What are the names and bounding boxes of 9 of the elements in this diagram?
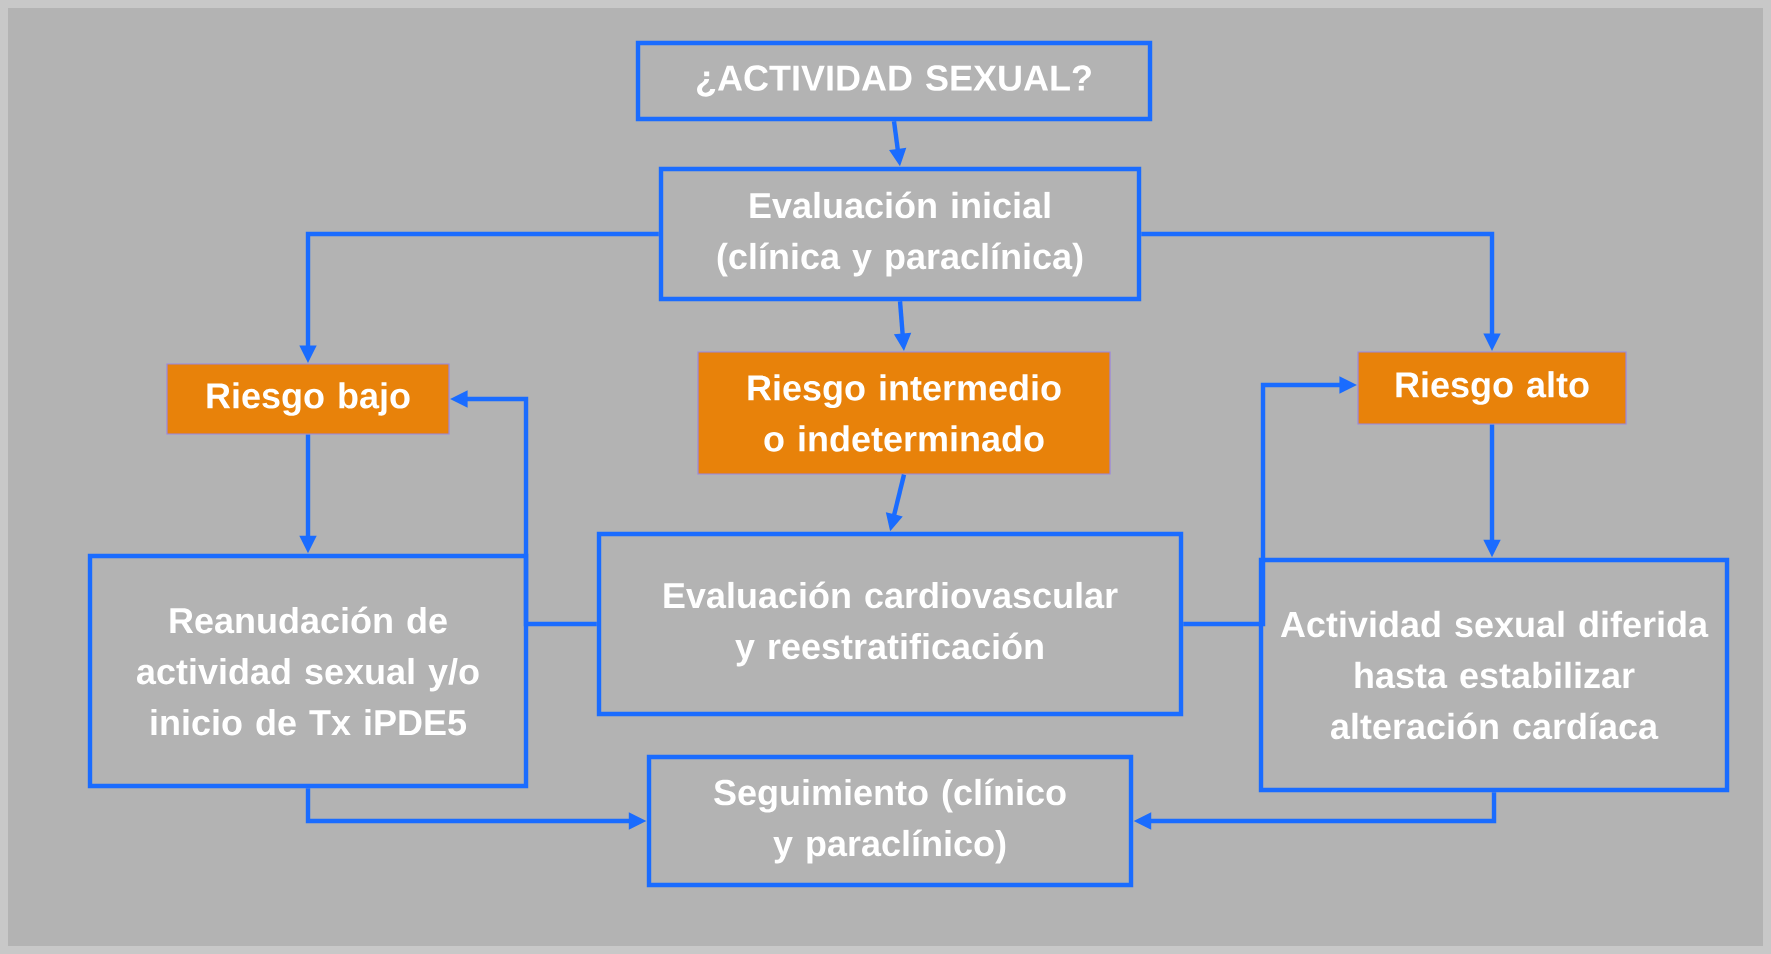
process-box: ¿ACTIVIDAD SEXUAL?: [635, 40, 1153, 122]
process-box: Evaluación inicial (clínica y paraclínica): [658, 166, 1142, 302]
risk-box: Riesgo intermedio o indeterminado: [697, 351, 1111, 475]
process-box: Seguimiento (clínico y paraclínico): [646, 754, 1134, 888]
process-box: Actividad sexual diferida hasta estabilizar alteración cardíaca: [1258, 557, 1730, 793]
risk-box: Riesgo alto: [1357, 351, 1627, 425]
process-box: Evaluación cardiovascular y reestratificación: [596, 531, 1184, 717]
process-box: Reanudación de actividad sexual y/o inicio de Tx iPDE5: [87, 553, 529, 789]
risk-box: Riesgo bajo: [166, 363, 450, 435]
